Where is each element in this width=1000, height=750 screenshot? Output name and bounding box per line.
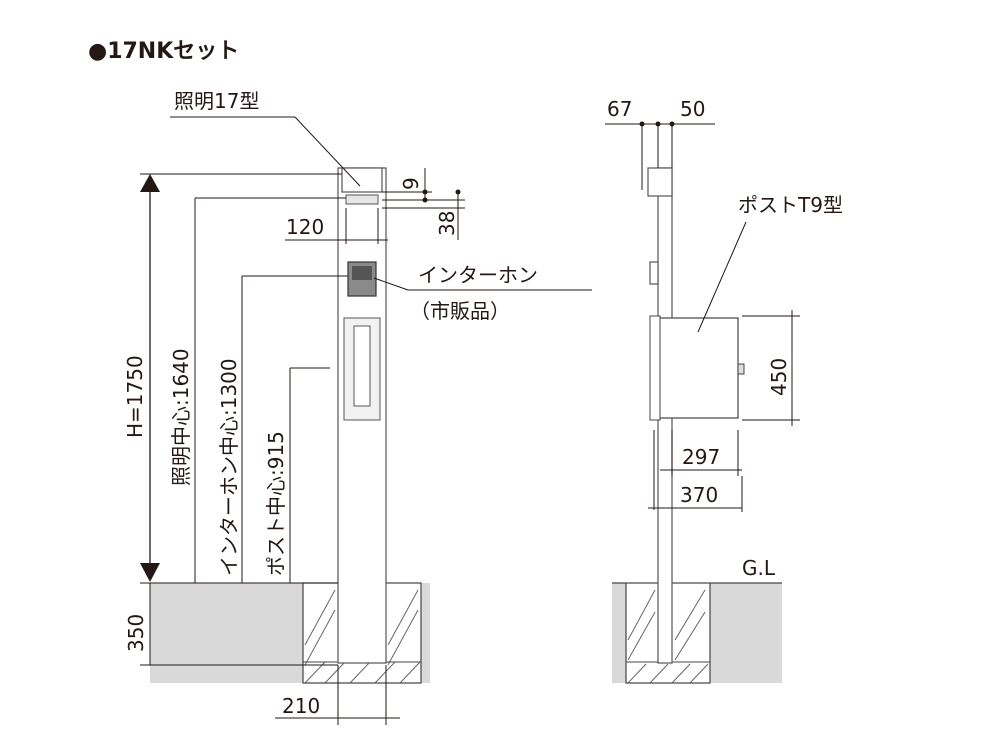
intercom-note: （市販品） (410, 299, 510, 323)
intercom-speaker (352, 266, 372, 280)
pit-hatching (304, 589, 421, 684)
dim-base-width: 210 (282, 694, 320, 718)
front-view: H=1750 照明中心:1640 インターホン中心:1300 ポスト中心:915… (123, 89, 592, 725)
light-lens (345, 194, 379, 205)
mail-slot-opening (353, 325, 371, 407)
side-intercom (649, 261, 659, 285)
intercom-label: インターホン (418, 263, 538, 287)
diagram-title: ●17NKセット (88, 39, 239, 64)
dim-total-depth: 370 (680, 483, 718, 507)
dim-post-height: 450 (767, 358, 791, 396)
dim-top-gap: 9 (399, 177, 423, 190)
dim-light-center: 照明中心:1640 (169, 348, 193, 486)
post-label: ポストT9型 (738, 193, 843, 217)
ground-level-label: G.L (742, 556, 776, 580)
dim-post-center: ポスト中心:915 (264, 431, 288, 576)
dim-light-width: 120 (286, 215, 324, 239)
dim-top-right: 50 (680, 97, 705, 121)
light-fixture (341, 167, 383, 193)
dim-total-height: H=1750 (123, 355, 147, 438)
side-view: G.L 67 50 ポストT9型 450 (605, 97, 843, 684)
dim-intercom-center: インターホン中心:1300 (217, 358, 241, 576)
dim-post-depth: 297 (682, 445, 720, 469)
lighting-label: 照明17型 (174, 89, 259, 113)
dim-embed-depth: 350 (124, 614, 148, 652)
side-mailbox (653, 317, 739, 419)
dim-light-height: 38 (435, 211, 459, 236)
dim-top-left: 67 (607, 97, 632, 121)
side-light-head (647, 167, 673, 197)
